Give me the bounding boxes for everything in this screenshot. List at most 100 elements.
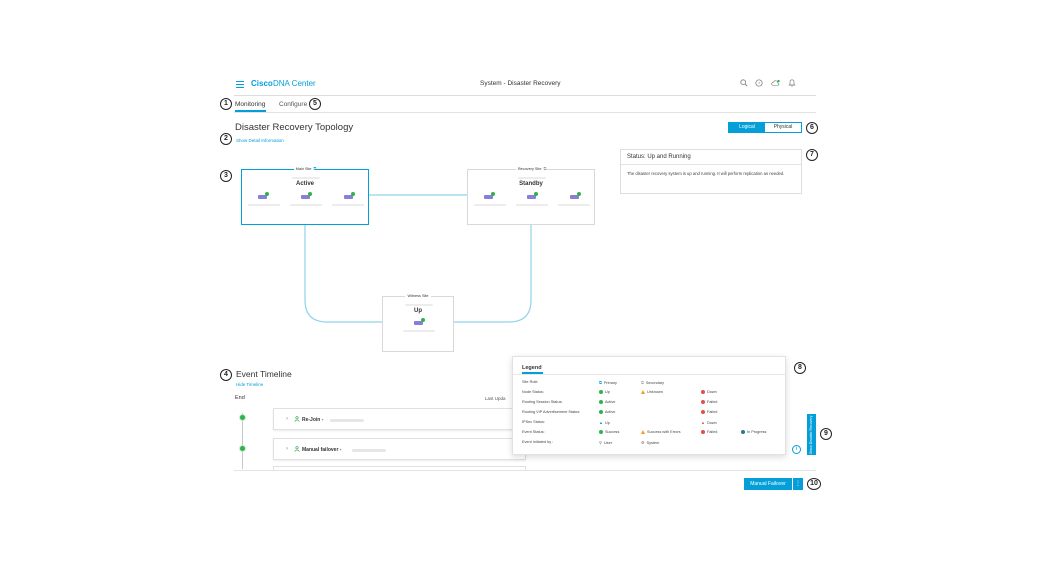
footer-divider <box>234 470 816 471</box>
secondary-icon: ⧉ <box>641 380 644 385</box>
event-row[interactable]: › Manual failover - <box>273 438 526 460</box>
event-row[interactable]: › Re-Join - <box>273 408 526 430</box>
lock-icon: ▲ <box>701 420 705 425</box>
topology-title: Disaster Recovery Topology <box>235 122 354 133</box>
toggle-logical[interactable]: Logical <box>729 123 765 132</box>
lock-icon: ▲ <box>599 420 603 425</box>
event-name: Manual failover - <box>302 447 342 453</box>
legend-divider <box>513 374 785 375</box>
callout-3: 3 <box>220 170 232 182</box>
in-progress-status-icon <box>741 430 745 434</box>
node-icon[interactable] <box>258 192 269 199</box>
app-header: Cisco DNA Center System - Disaster Recov… <box>234 76 816 96</box>
unknown-status-icon <box>641 390 645 394</box>
hamburger-menu-icon[interactable] <box>236 81 244 88</box>
timeline-line <box>242 413 243 469</box>
down-status-icon <box>701 390 705 394</box>
bell-icon[interactable] <box>787 79 796 88</box>
legend-panel: Legend Site Role: ⧉Primary ⧉Secondary No… <box>512 356 786 455</box>
show-detail-link[interactable]: Show Detail Information <box>236 138 284 143</box>
node-icon[interactable] <box>527 192 538 199</box>
node-icon[interactable] <box>301 192 312 199</box>
legend-item: Down <box>701 390 717 394</box>
callout-10: 10 <box>807 478 821 490</box>
legend-item: ⚙System <box>641 440 660 445</box>
side-panel-tab[interactable]: Show Disaster Recovery <box>807 414 816 455</box>
external-link-icon[interactable]: ⧉ <box>313 167 317 171</box>
page-title: System - Disaster Recovery <box>480 80 561 87</box>
failed-status-icon <box>701 410 705 414</box>
active-status-icon <box>599 400 603 404</box>
legend-title: Legend <box>522 365 542 371</box>
event-row[interactable] <box>273 466 526 470</box>
recovery-site-status: Standby <box>519 181 543 187</box>
failed-status-icon <box>701 430 705 434</box>
manual-failover-button[interactable]: Manual Failover <box>744 478 792 490</box>
legend-item: ⧉Primary <box>599 380 617 385</box>
callout-8: 8 <box>794 362 806 374</box>
legend-item: ▲Up <box>599 420 610 425</box>
legend-item: Success <box>599 430 619 434</box>
recovery-site-label: Recovery Site <box>515 167 544 171</box>
witness-site-card[interactable]: Witness Site Up <box>382 294 454 352</box>
chevron-right-icon[interactable]: › <box>286 416 288 422</box>
active-tab-indicator <box>235 110 266 112</box>
legend-item: Up <box>599 390 610 394</box>
tab-monitoring[interactable]: Monitoring <box>235 101 266 108</box>
more-options-button[interactable]: ⋮ <box>793 478 803 490</box>
success-status-icon <box>599 430 603 434</box>
notifications-cloud-icon[interactable] <box>771 79 780 88</box>
status-title: Status: Up and Running <box>627 154 691 160</box>
recovery-site-card[interactable]: Recovery Site⧉ Standby <box>467 167 595 225</box>
event-name: Re-Join - <box>302 417 324 423</box>
status-text: The disaster recovery system is up and r… <box>627 171 785 176</box>
user-icon <box>294 446 300 454</box>
warning-status-icon <box>641 430 645 434</box>
external-link-icon[interactable]: ⧉ <box>543 167 547 171</box>
brand-product: DNA Center <box>273 79 316 88</box>
callout-5: 5 <box>309 98 321 110</box>
main-site-status: Active <box>295 181 314 187</box>
node-icon[interactable] <box>414 318 425 325</box>
status-panel: Status: Up and Running The disaster reco… <box>620 149 802 194</box>
tab-configure[interactable]: Configure <box>279 101 308 108</box>
timeline-dot <box>239 445 246 452</box>
hide-timeline-link[interactable]: Hide Timeline <box>236 382 264 387</box>
legend-item: Active <box>599 400 615 404</box>
legend-item: Failed <box>701 410 717 414</box>
witness-site-status: Up <box>414 308 422 314</box>
legend-item: In Progress <box>741 430 766 434</box>
legend-item: Unknown <box>641 390 663 394</box>
brand-cisco: Cisco <box>251 79 273 88</box>
witness-site-label: Witness Site <box>405 294 431 298</box>
main-site-label: Main Site <box>293 167 314 171</box>
timeline-dot <box>239 414 246 421</box>
callout-2: 2 <box>220 133 232 145</box>
legend-label: IPSec Status: <box>522 420 546 424</box>
timeline-end-label: End <box>235 395 245 401</box>
callout-9: 9 <box>820 428 832 440</box>
system-icon: ⚙ <box>641 440 645 445</box>
svg-text:?: ? <box>757 81 760 86</box>
node-icon[interactable] <box>570 192 581 199</box>
timeline-title: Event Timeline <box>236 369 292 379</box>
legend-item: ⚲User <box>599 440 612 445</box>
help-icon[interactable]: ? <box>754 79 763 88</box>
up-status-icon <box>599 390 603 394</box>
main-site-card[interactable]: Main Site⧉ Active <box>241 167 369 225</box>
node-icon[interactable] <box>484 192 495 199</box>
legend-item: ▲Down <box>701 420 717 425</box>
search-icon[interactable] <box>739 79 748 88</box>
callout-4: 4 <box>220 369 232 381</box>
legend-item: Failed <box>701 400 717 404</box>
toggle-physical[interactable]: Physical <box>773 124 793 130</box>
legend-item: Active <box>599 410 615 414</box>
legend-title-underline <box>522 372 543 374</box>
node-icon[interactable] <box>344 192 355 199</box>
failed-status-icon <box>701 400 705 404</box>
primary-icon: ⧉ <box>599 380 602 385</box>
chevron-right-icon[interactable]: › <box>286 446 288 452</box>
status-divider <box>621 164 801 165</box>
legend-item: ⧉Secondary <box>641 380 665 385</box>
info-icon[interactable]: i <box>792 445 801 454</box>
